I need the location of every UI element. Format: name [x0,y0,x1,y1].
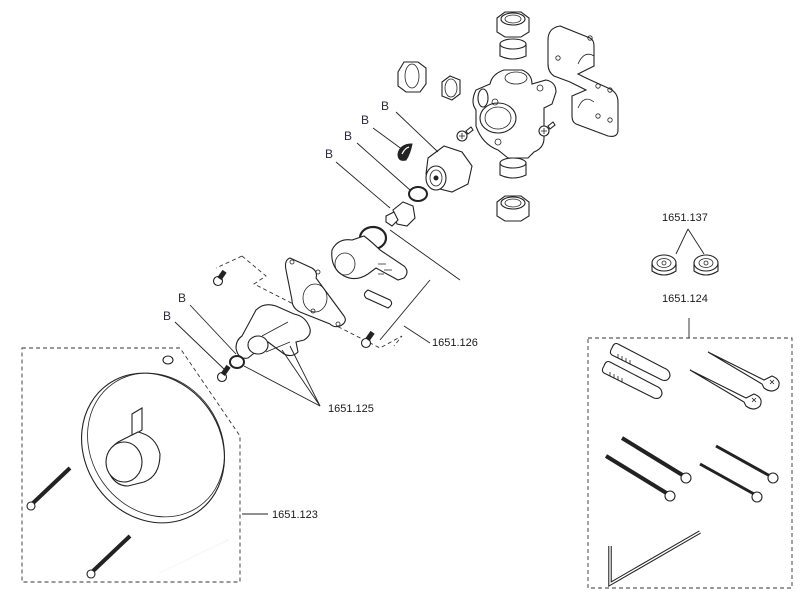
valve-body-assembly [397,11,557,222]
allen-key-trim [157,539,229,575]
part-number-mounting-plate-kit: 1651.126 [432,337,478,349]
leader-1651-125 [243,345,321,407]
long-screw-lower [86,534,132,579]
olive-ring-top [499,38,527,60]
trim-set-group [21,347,268,583]
part-number-check-valves: 1651.137 [662,212,708,224]
screw-left [456,126,474,142]
handle-adapter [235,304,311,359]
callout-b-o-ring: B [344,129,352,143]
wall-plug-upper [609,342,671,382]
olive-ring-left [441,75,461,101]
lever-handle [105,407,161,487]
callout-b-cartridge: B [381,99,389,113]
plate-screw-left [212,269,227,287]
machine-screw-3 [715,444,779,484]
callout-b-spindle: B [325,147,333,161]
seal-drop [397,143,413,161]
long-screw-upper [26,466,72,511]
flange-plate [284,257,346,328]
compression-nut-bottom [496,195,530,222]
pin-cylinder [363,289,393,309]
machine-screw-2 [604,454,676,502]
callout-b-seal: B [361,113,369,127]
compression-nut-left [397,61,427,93]
check-valve-left [651,254,677,276]
handle-screw [216,364,231,383]
screw-right [538,121,556,137]
mixer-valve-body [472,69,557,159]
part-number-handle-adapter: 1651.125 [328,403,374,415]
machine-screw-1 [620,436,692,484]
mounting-plate-kit [212,229,461,349]
wall-bracket [547,25,619,137]
plate-screw-right [360,330,375,349]
callout-leaders-b [174,111,439,371]
part-number-fixing-kit: 1651.124 [662,293,708,305]
handle-o-ring [229,355,245,369]
cover-plug [162,355,174,365]
check-valve-right [693,254,719,276]
fixing-kit-group [587,318,793,589]
wall-plug-lower [601,360,663,400]
compression-nut-top [496,11,530,38]
machine-screw-4 [699,462,763,503]
spindle-insert [385,201,416,227]
o-ring-small [408,186,428,202]
wood-screw-upper [707,351,780,392]
part-number-trim-set: 1651.123 [272,509,318,521]
check-valves [651,228,719,276]
olive-ring-bottom [499,157,527,179]
allen-key-fixing-kit [608,530,701,588]
adapter-wrench [331,235,408,281]
callout-b-handle-o-ring: B [178,291,186,305]
thermostatic-cartridge [425,145,473,193]
wood-screw-lower [689,369,762,410]
callout-b-handle-screw: B [163,309,171,323]
